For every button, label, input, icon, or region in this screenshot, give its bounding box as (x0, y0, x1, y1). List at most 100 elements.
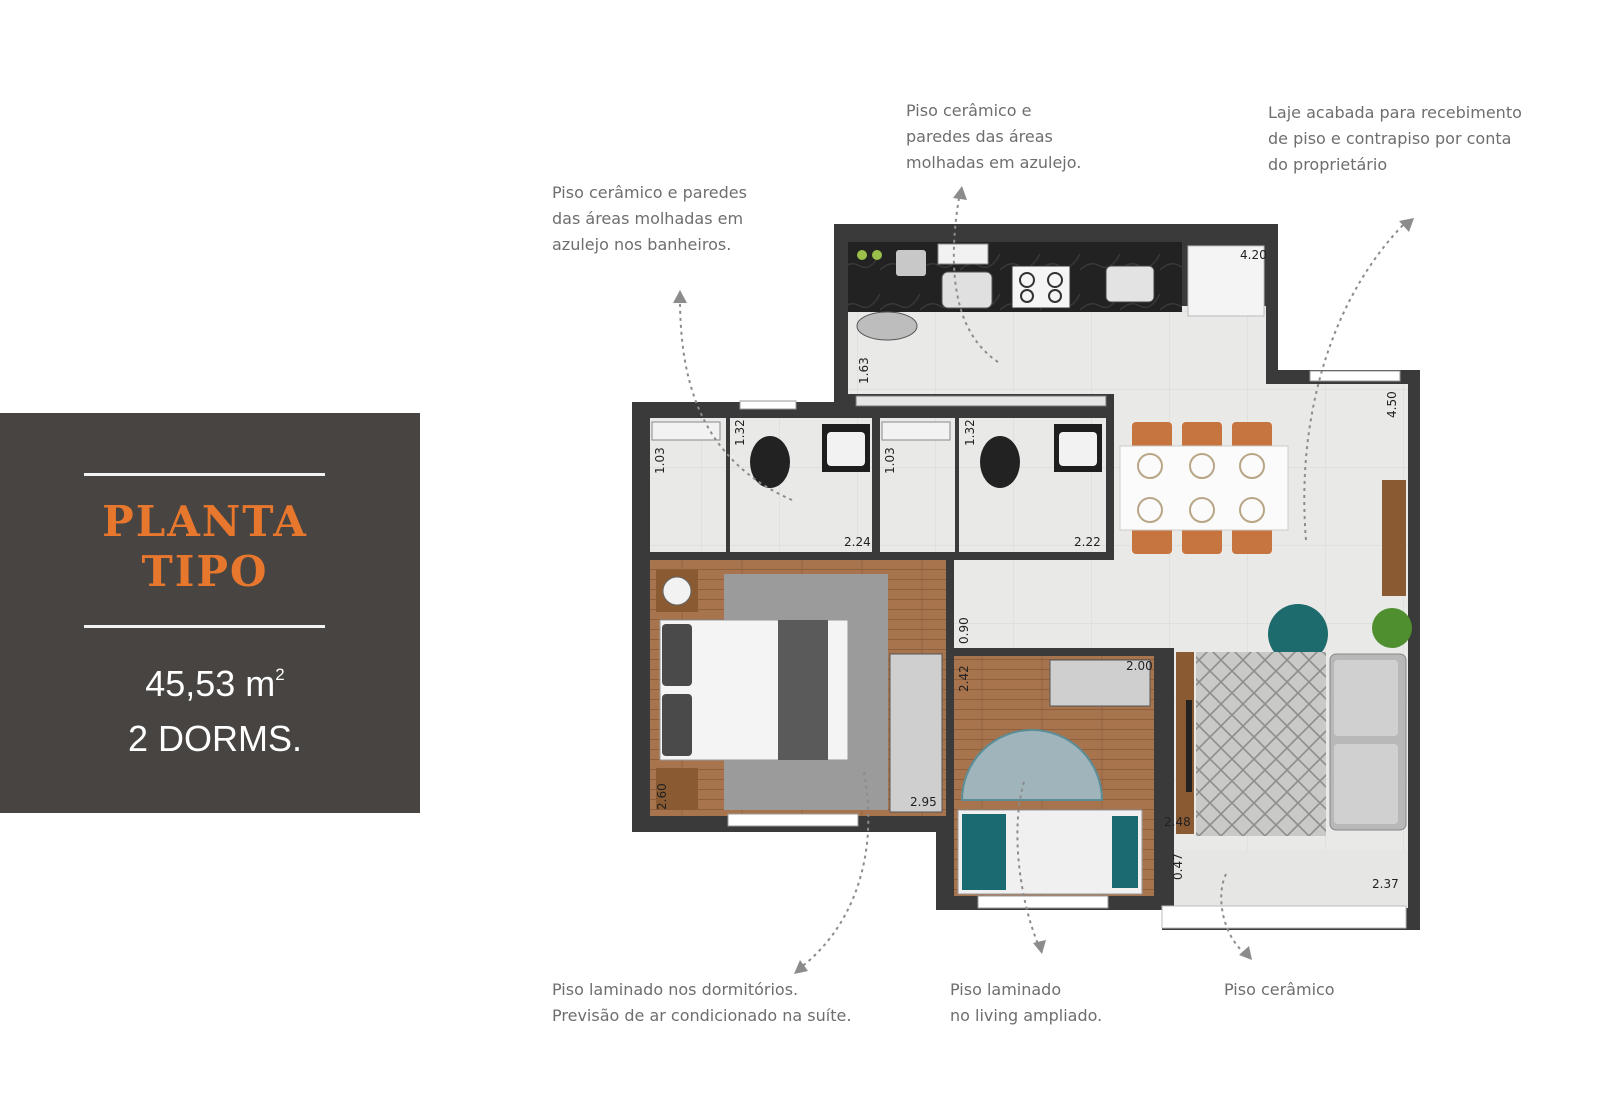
title-panel: PLANTA TIPO 45,53 m2 2 DORMS. (0, 413, 420, 813)
dimension-label: 4.50 (1385, 391, 1399, 418)
arrowhead-icon (673, 290, 687, 303)
dimension-label: 2.00 (1126, 659, 1153, 673)
dimension-label: 0.47 (1171, 853, 1185, 880)
armchair-icon (1268, 604, 1328, 664)
dimension-label: 1.32 (733, 419, 747, 446)
divider-bottom (84, 625, 325, 628)
kitchen-shelf (855, 395, 1107, 407)
dimension-label: 1.03 (653, 447, 667, 474)
dimension-label: 2.48 (1164, 815, 1191, 829)
window (977, 895, 1109, 909)
dimension-label: 1.63 (857, 357, 871, 384)
dining-table (1119, 445, 1289, 531)
note-line: Piso cerâmico (1224, 980, 1335, 999)
burner-icon (1020, 289, 1034, 303)
note-line: do proprietário (1268, 155, 1388, 174)
wall (1106, 394, 1114, 560)
wall (954, 648, 1164, 656)
arrow-path (1016, 781, 1039, 945)
area-label: 45,53 m2 (60, 663, 370, 705)
sofa-cushion (1334, 660, 1398, 736)
plan-title-line1: PLANTA (102, 497, 308, 546)
toilet-icon (750, 436, 790, 488)
pillow (662, 624, 692, 686)
note-living-floor: Piso laminado no living ampliado. (950, 977, 1102, 1029)
note-line: azulejo nos banheiros. (552, 235, 732, 254)
window (739, 400, 797, 410)
plant-icon (1372, 608, 1412, 648)
sofa-cushion (1334, 744, 1398, 824)
window (727, 813, 859, 827)
arrow-path (679, 297, 793, 501)
note-line: Piso laminado (950, 980, 1062, 999)
note-kitchen-finish: Piso cerâmico e paredes das áreas molhad… (906, 98, 1081, 176)
dimension-label: 2.95 (910, 795, 937, 809)
balcony-floor (1174, 850, 1408, 908)
note-line: de piso e contrapiso por conta (1268, 129, 1512, 148)
wall (632, 552, 1110, 560)
shower-niche (651, 421, 721, 441)
shower-niche (881, 421, 951, 441)
tank-icon (937, 243, 989, 265)
note-line: Piso cerâmico e (906, 101, 1032, 120)
divider-top (84, 473, 325, 476)
note-laje-finish: Laje acabada para recebimento de piso e … (1268, 100, 1522, 178)
dimension-label: 1.03 (883, 447, 897, 474)
arrow-path (1303, 223, 1405, 541)
note-line: das áreas molhadas em (552, 209, 744, 228)
bed-blanket (962, 814, 1006, 890)
note-bathroom-finish: Piso cerâmico e paredes das áreas molhad… (552, 180, 747, 258)
lamp-icon (662, 576, 692, 606)
sink-icon (1105, 265, 1155, 303)
round-rug (960, 729, 1104, 801)
kitchen-floor (848, 306, 1266, 394)
arrowhead-icon (1399, 218, 1414, 232)
area-unit-superscript: 2 (275, 665, 285, 684)
dimension-label: 2.37 (1372, 877, 1399, 891)
dorms-label: 2 DORMS. (127, 718, 303, 759)
note-line: Piso laminado nos dormitórios. (552, 980, 799, 999)
chair-icon (896, 250, 926, 276)
arrowhead-icon (1239, 946, 1252, 960)
note-dormitory-floor: Piso laminado nos dormitórios. Previsão … (552, 977, 851, 1029)
burner-icon (857, 250, 867, 260)
burner-icon (1048, 289, 1062, 303)
bath-sink-icon (1059, 432, 1097, 466)
wardrobe (889, 653, 943, 813)
arrow-path (1220, 873, 1247, 955)
dimension-label: 4.20 (1240, 248, 1267, 262)
wall (726, 418, 730, 552)
bed-blanket (778, 620, 828, 760)
burner-icon (872, 250, 882, 260)
dimension-label: 1.32 (963, 419, 977, 446)
bed-blanket (1112, 816, 1138, 888)
sink-icon (941, 271, 993, 309)
wall (1164, 648, 1174, 910)
pillow (662, 694, 692, 756)
washer-icon (856, 311, 918, 341)
place-settings (1137, 453, 1265, 523)
burner-icon (1019, 272, 1035, 288)
arrowhead-icon (953, 186, 967, 200)
note-line: Piso cerâmico e paredes (552, 183, 747, 202)
wardrobe (1049, 659, 1151, 707)
bath-sink-icon (827, 432, 865, 466)
wall (955, 418, 959, 552)
dimension-label: 2.60 (655, 783, 669, 810)
dimension-label: 2.24 (844, 535, 871, 549)
dimension-label: 2.22 (1074, 535, 1101, 549)
dimension-label: 0.90 (957, 617, 971, 644)
note-line: paredes das áreas (906, 127, 1053, 146)
note-balcony-floor: Piso cerâmico (1224, 977, 1335, 1003)
wall (946, 560, 954, 832)
note-line: molhadas em azulejo. (906, 153, 1082, 172)
arrow-path (952, 191, 999, 363)
plan-title-line2: TIPO (141, 547, 269, 596)
note-line: no living ampliado. (950, 1006, 1103, 1025)
note-line: Previsão de ar condicionado na suíte. (552, 1006, 852, 1025)
arrow-path (799, 771, 870, 969)
window (1309, 370, 1401, 382)
rug (1196, 652, 1326, 836)
